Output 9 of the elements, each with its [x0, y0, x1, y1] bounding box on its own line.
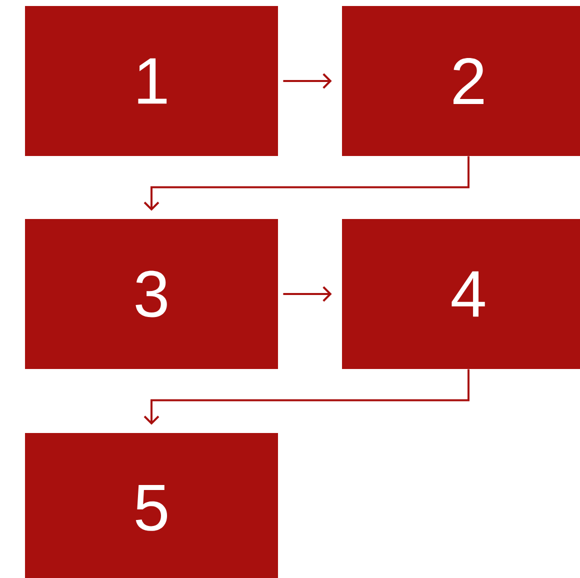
process-box: 4	[342, 219, 580, 369]
process-box: 3	[25, 219, 278, 369]
process-box: 5	[25, 433, 278, 578]
arrow	[144, 156, 470, 211]
process-box: 2	[342, 6, 580, 156]
arrow	[144, 369, 470, 425]
arrow	[283, 286, 332, 302]
arrow	[283, 73, 332, 89]
process-box: 1	[25, 6, 278, 156]
